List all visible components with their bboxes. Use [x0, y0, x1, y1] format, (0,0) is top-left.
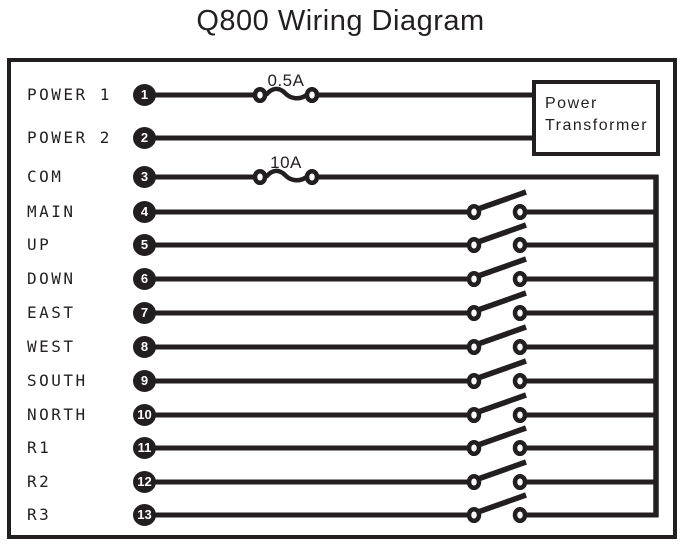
switch-contact-icon [466, 203, 482, 221]
switch-contact-icon [512, 270, 528, 288]
switch-blade-icon [477, 425, 527, 448]
fuse-terminal-icon [252, 86, 268, 104]
fuse-wave-icon [264, 86, 308, 101]
switch-down [152, 256, 659, 288]
switch-up [152, 222, 659, 254]
switch-r2 [152, 459, 659, 491]
switch-contact-icon [466, 270, 482, 288]
switch-blade-icon [477, 222, 527, 245]
switch-contact-icon [512, 203, 528, 221]
wire-label-r2: R2 [27, 472, 52, 491]
switch-contact-icon [466, 304, 482, 322]
switch-main [152, 189, 659, 221]
switch-contact-icon [466, 473, 482, 491]
switch-south [152, 358, 659, 390]
fuse-rating-label: 0.5A [267, 71, 305, 90]
wire-com [152, 168, 659, 517]
fuse-terminal-icon [252, 168, 268, 186]
wire-label-south: SOUTH [27, 371, 88, 390]
switch-contact-icon [466, 506, 482, 524]
wire-label-east: EAST [27, 303, 76, 322]
wire-label-down: DOWN [27, 269, 76, 288]
switch-contact-icon [466, 338, 482, 356]
terminal-8: 8 [133, 336, 156, 358]
switch-north [152, 392, 659, 424]
fuse-icon [252, 86, 320, 104]
fuse-wave-icon [264, 168, 308, 183]
switch-r1 [152, 425, 659, 457]
terminal-2: 2 [133, 127, 156, 149]
switch-contact-icon [512, 236, 528, 254]
switch-blade-icon [477, 492, 527, 515]
switch-r3 [152, 492, 659, 524]
terminal-10: 10 [133, 404, 156, 426]
terminal-3: 3 [133, 166, 156, 188]
wire-label-com: COM [27, 167, 64, 186]
terminal-12: 12 [133, 471, 156, 493]
wire-label-power-2: POWER 2 [27, 128, 112, 147]
switch-blade-icon [477, 392, 527, 415]
switch-blade-icon [477, 256, 527, 279]
wire-label-main: MAIN [27, 202, 76, 221]
switch-contact-icon [512, 473, 528, 491]
switch-blade-icon [477, 459, 527, 482]
switch-blade-icon [477, 324, 527, 347]
diagram-frame [7, 58, 677, 539]
switch-contact-icon [512, 506, 528, 524]
terminal-9: 9 [133, 370, 156, 392]
switch-blade-icon [477, 189, 527, 212]
switch-contact-icon [466, 372, 482, 390]
wire-label-r3: R3 [27, 505, 52, 524]
switch-contact-icon [512, 406, 528, 424]
switch-contact-icon [512, 372, 528, 390]
terminal-11: 11 [133, 437, 156, 459]
switch-east [152, 290, 659, 322]
terminal-7: 7 [133, 302, 156, 324]
power-transformer-box: Power Transformer [532, 80, 660, 156]
switch-blade-icon [477, 358, 527, 381]
switch-contact-icon [466, 439, 482, 457]
wire-label-west: WEST [27, 337, 76, 356]
wire-label-power-1: POWER 1 [27, 85, 112, 104]
wire-label-r1: R1 [27, 438, 52, 457]
wire-label-up: UP [27, 235, 52, 254]
terminal-5: 5 [133, 234, 156, 256]
fuse-terminal-icon [304, 168, 320, 186]
terminal-13: 13 [133, 504, 156, 526]
switch-contact-icon [512, 304, 528, 322]
switch-contact-icon [466, 236, 482, 254]
fuse-terminal-icon [304, 86, 320, 104]
switch-west [152, 324, 659, 356]
switch-contact-icon [466, 406, 482, 424]
fuse-rating-label: 10A [270, 153, 302, 172]
switch-contact-icon [512, 439, 528, 457]
terminal-6: 6 [133, 268, 156, 290]
switch-blade-icon [477, 290, 527, 313]
terminal-1: 1 [133, 84, 156, 106]
power-transformer-label-line2: Transformer [545, 117, 649, 134]
wire-label-north: NORTH [27, 405, 88, 424]
wire-power-1 [152, 86, 536, 104]
power-transformer-label-line1: Power [545, 95, 598, 112]
page-title: Q800 Wiring Diagram [196, 5, 485, 37]
terminal-4: 4 [133, 201, 156, 223]
switch-contact-icon [512, 338, 528, 356]
fuse-icon [252, 168, 320, 186]
